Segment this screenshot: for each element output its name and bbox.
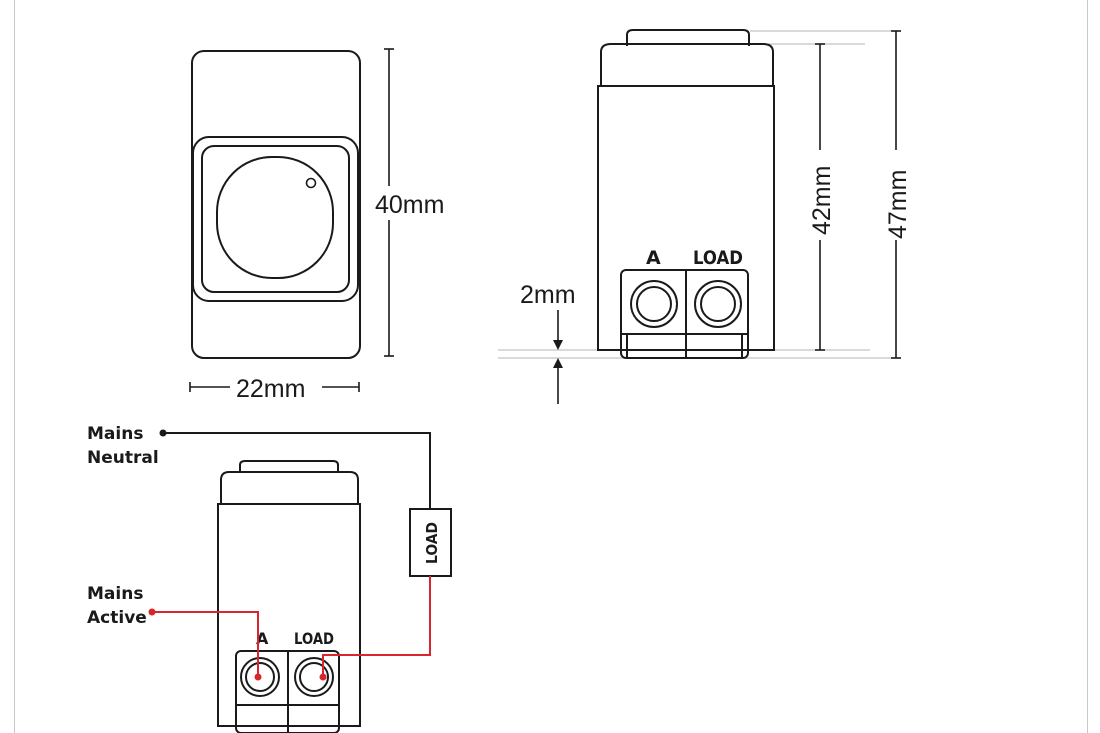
load-wire-terminal-dot	[319, 673, 327, 681]
total-height-label: 47mm	[884, 170, 912, 239]
knob-indicator-dot	[305, 177, 317, 189]
load-wire	[322, 576, 431, 677]
side-terminal-load-outer	[694, 280, 742, 328]
wiring-terminal-load-label: LOAD	[294, 629, 334, 648]
side-terminal-load-inner	[700, 286, 736, 322]
total-height-dimension	[891, 30, 901, 359]
neutral-wire-end-dot	[159, 429, 167, 437]
body-height-label: 42mm	[808, 166, 836, 235]
active-wire-terminal-dot	[254, 673, 262, 681]
wiring-cap-top	[239, 460, 339, 472]
side-cap-top	[626, 29, 750, 46]
gap-label: 2mm	[520, 281, 576, 309]
active-wire	[152, 611, 259, 677]
front-bezel-outer	[192, 136, 359, 302]
mains-neutral-label-line1: Mains	[87, 424, 143, 444]
mains-active-label-line2: Active	[87, 608, 147, 628]
wiring-terminal-a-inner	[245, 662, 275, 692]
side-view	[597, 29, 775, 359]
side-terminal-block	[620, 269, 749, 359]
wiring-dimmer	[217, 460, 361, 733]
front-width-dimension	[189, 382, 360, 392]
front-bezel-inner	[201, 145, 350, 293]
side-terminal-a-inner	[636, 286, 672, 322]
active-wire-end-dot	[148, 608, 156, 616]
load-box	[409, 508, 452, 577]
neutral-wire	[159, 429, 431, 509]
gap-dimension	[553, 310, 563, 404]
page-border-left	[14, 0, 15, 733]
side-terminal-a-label: A	[646, 247, 661, 269]
page-border-right	[1087, 0, 1088, 733]
front-width-label: 22mm	[236, 375, 305, 403]
wiring-terminal-load-inner	[299, 662, 329, 692]
front-height-dimension	[384, 48, 394, 357]
load-box-label: LOAD	[423, 522, 441, 564]
mains-active-label-line1: Mains	[87, 584, 143, 604]
front-height-label: 40mm	[375, 191, 444, 219]
dimmer-knob	[216, 156, 334, 279]
wiring-terminal-a-outer	[240, 657, 280, 697]
front-view	[191, 50, 361, 359]
body-height-dimension	[815, 43, 825, 351]
wiring-terminal-load-outer	[294, 657, 334, 697]
wiring-terminal-a-label: A	[256, 629, 269, 648]
side-cap	[600, 43, 774, 86]
side-terminal-a-outer	[630, 280, 678, 328]
side-terminal-load-label: LOAD	[693, 247, 743, 269]
mains-neutral-label-line2: Neutral	[87, 448, 159, 468]
wiring-cap	[220, 471, 359, 504]
